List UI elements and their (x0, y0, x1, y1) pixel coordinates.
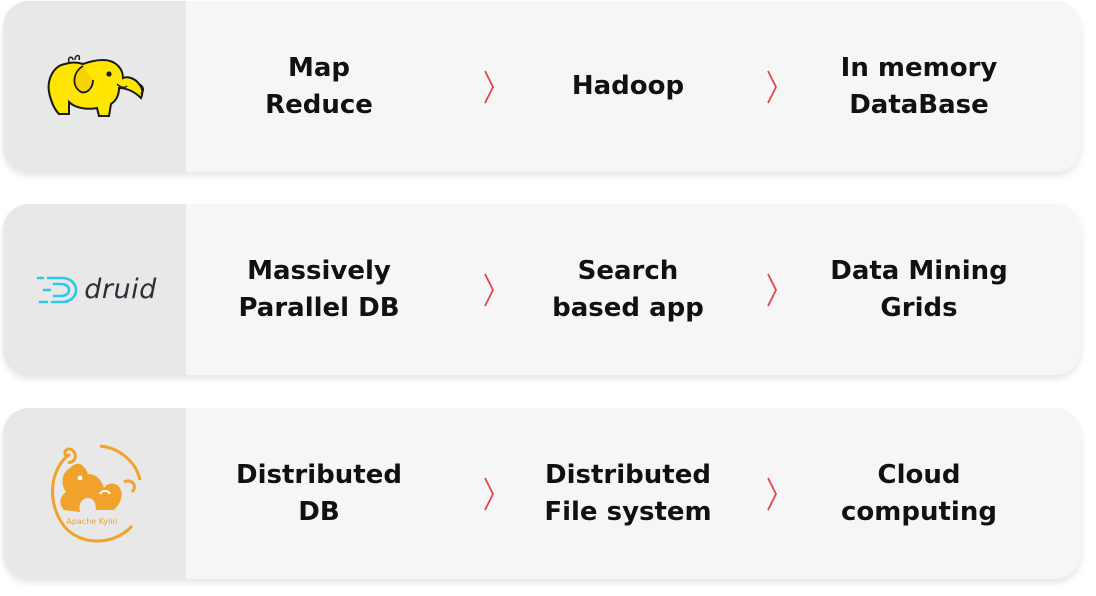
logo-cell (3, 1, 186, 172)
row-druid: druid Massively Parallel DB Search based… (3, 204, 1081, 375)
chevron-right-icon (479, 1, 499, 172)
step-map-reduce: Map Reduce (265, 52, 373, 120)
logo-cell: Apache Kylin (3, 408, 186, 579)
chevron-right-icon (479, 408, 499, 579)
apache-kylin-label: Apache Kylin (66, 517, 117, 526)
step-data-mining-grids: Data Mining Grids (830, 255, 1008, 323)
step-search-based-app: Search based app (552, 255, 704, 323)
step-distributed-db: Distributed DB (236, 459, 402, 527)
step-distributed-file-system: Distributed File system (544, 459, 712, 527)
step-cloud-computing: Cloud computing (841, 459, 997, 527)
step-massively-parallel-db: Massively Parallel DB (238, 255, 400, 323)
step-hadoop: Hadoop (571, 71, 685, 101)
druid-mark-icon (36, 276, 78, 303)
chevron-right-icon (762, 204, 782, 375)
row-kylin: Apache Kylin Distributed DB Distributed … (3, 408, 1081, 579)
druid-logo: druid (36, 274, 157, 305)
logo-cell: druid (3, 204, 186, 375)
apache-kylin-logo: Apache Kylin (50, 444, 141, 542)
row-hadoop: Map Reduce Hadoop In memory DataBase (3, 1, 1081, 172)
hadoop-elephant-icon (47, 54, 144, 117)
step-in-memory-database: In memory DataBase (840, 52, 998, 120)
chevron-right-icon (762, 1, 782, 172)
chevron-right-icon (479, 204, 499, 375)
chevron-right-icon (762, 408, 782, 579)
druid-wordmark: druid (84, 274, 157, 305)
